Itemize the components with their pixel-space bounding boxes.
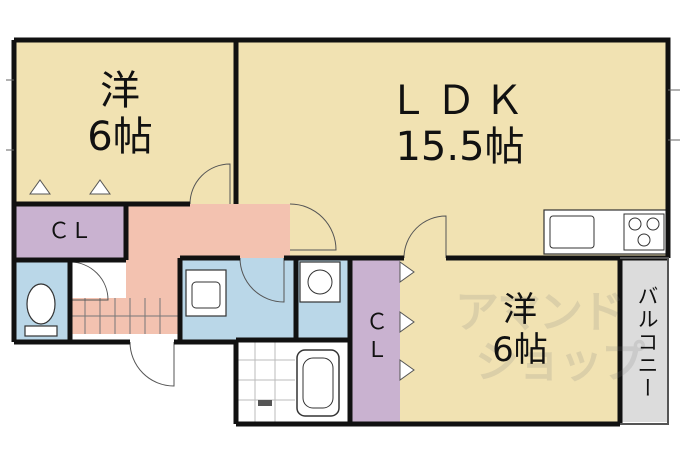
- door-swing-room2: [403, 215, 447, 259]
- kitchen-stove: [623, 213, 665, 251]
- door-swing-entrance: [129, 341, 175, 387]
- kitchen-sink: [549, 215, 595, 249]
- stove-burner: [646, 217, 660, 231]
- western-room-1-size: 6帖: [87, 114, 153, 160]
- western-room-1-name: 洋: [100, 68, 140, 114]
- western-room-2-floor: [400, 258, 620, 422]
- western-room-1-label: 洋 6帖: [60, 68, 180, 160]
- ldk-name: ＬＤＫ: [388, 78, 532, 124]
- door-swing-room1: [189, 163, 231, 205]
- ldk-label: ＬＤＫ 15.5帖: [330, 78, 590, 170]
- closet-2-label: ＣＬ: [352, 310, 396, 374]
- wash-basin-bowl: [191, 281, 221, 309]
- door-swing-washroom: [239, 257, 285, 303]
- hallway-floor: [126, 204, 290, 298]
- bathtub: [296, 349, 340, 417]
- western-room-2-size: 6帖: [492, 330, 548, 370]
- windows: [6, 79, 680, 151]
- closet-2-floor: [350, 258, 400, 422]
- bathtub-inner: [302, 357, 334, 409]
- washing-machine-drum: [307, 269, 333, 295]
- balcony-floor: [620, 258, 668, 422]
- washing-machine: [299, 261, 341, 303]
- watermark: アマンド ショップ: [455, 287, 645, 388]
- closet-door-marks: [29, 179, 415, 381]
- closet-1-label: ＣＬ: [47, 219, 92, 244]
- balcony-label: バルコニー: [635, 284, 659, 400]
- ldk-size: 15.5帖: [395, 124, 525, 170]
- western-room-2-name: 洋: [503, 290, 537, 330]
- kitchen-counter: [543, 209, 669, 255]
- closet-2-text: ＣＬ: [362, 310, 387, 366]
- balcony-rail: [620, 257, 669, 425]
- door-swings: [69, 163, 447, 387]
- toilet-tank: [24, 325, 58, 337]
- stove-burner: [628, 217, 642, 231]
- door-swing-toilet: [69, 261, 109, 301]
- watermark-line2: ショップ: [475, 337, 645, 388]
- bath-faucet: [258, 400, 272, 406]
- toilet-bowl: [26, 283, 56, 325]
- closet-1-floor: [14, 204, 126, 260]
- genkan-tiles: [70, 298, 180, 334]
- western-room-2-label: 洋 6帖: [460, 290, 580, 370]
- stove-burner: [637, 233, 651, 247]
- door-swing-ldk: [289, 203, 337, 251]
- western-room-1-floor: [14, 40, 236, 204]
- watermark-line1: アマンド: [455, 287, 625, 338]
